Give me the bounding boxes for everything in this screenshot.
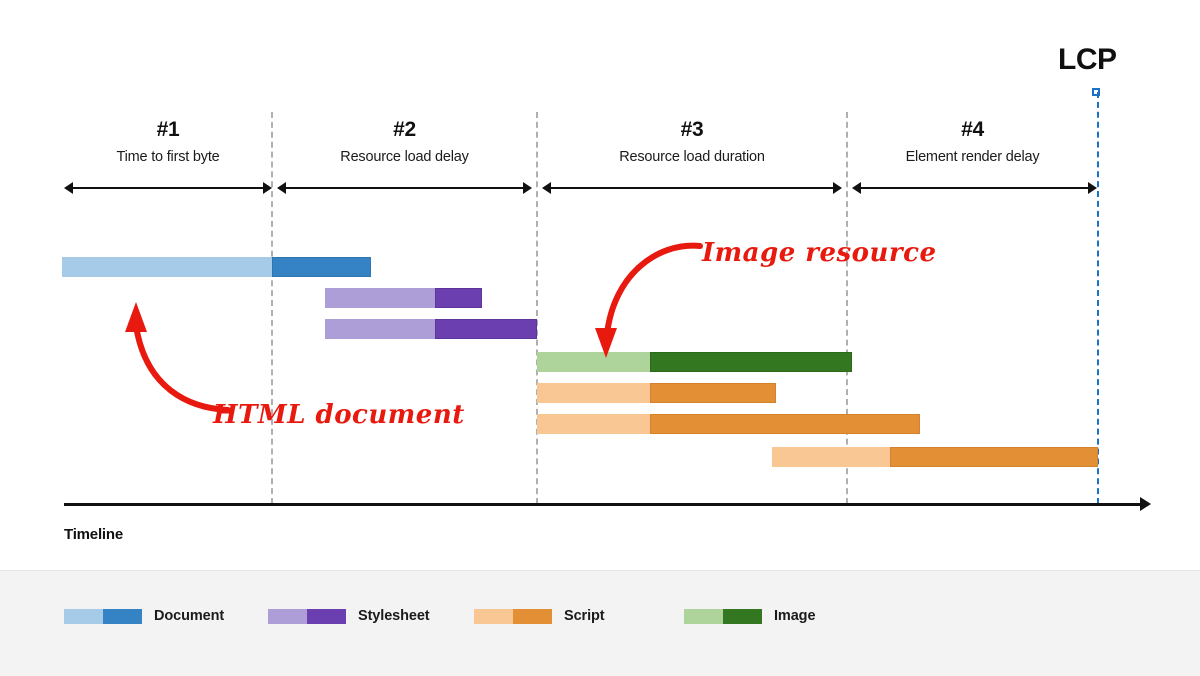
phase-1-number: #1 (156, 118, 180, 141)
html-document-arrow-icon (125, 302, 231, 413)
bar-segment-light (325, 288, 435, 308)
bar-segment-light (537, 352, 650, 372)
legend-strip: Document Stylesheet Script (0, 570, 1200, 676)
lcp-dashed-line (1097, 92, 1099, 504)
swatch-light (684, 608, 723, 624)
phase-1-header: #1 Time to first byte (64, 118, 272, 165)
resource-bar-script-1 (537, 383, 776, 403)
swatch-light (474, 608, 513, 624)
bar-segment-dark (435, 288, 482, 308)
phase-2-number: #2 (393, 118, 416, 141)
lcp-marker-square (1092, 88, 1100, 96)
phase-4-number: #4 (961, 118, 984, 141)
arrow-head-right-icon (833, 182, 842, 194)
bar-segment-dark (650, 352, 852, 372)
bar-segment-light (325, 319, 435, 339)
resource-bar-stylesheet-1 (325, 288, 482, 308)
phase-2-arrow (277, 182, 532, 194)
bar-segment-light (537, 414, 650, 434)
legend-label-document: Document (154, 608, 225, 624)
arrow-shaft (284, 187, 525, 189)
resource-bar-script-3 (772, 447, 1098, 467)
image-resource-arrow-icon (595, 242, 703, 358)
swatch-dark (723, 608, 762, 624)
legend-swatch-script (474, 608, 552, 624)
bar-segment-dark (650, 383, 776, 403)
bar-segment-light (772, 447, 890, 467)
resource-bar-script-2 (537, 414, 920, 434)
legend-item-script: Script (474, 608, 605, 624)
arrow-head-left-icon (277, 182, 286, 194)
swatch-light (64, 608, 103, 624)
legend-swatch-stylesheet (268, 608, 346, 624)
legend-label-script: Script (564, 608, 605, 624)
legend-item-image: Image (684, 608, 816, 624)
phase-3-number: #3 (680, 118, 704, 141)
lcp-label: LCP (1058, 43, 1117, 76)
phase-3-header: #3 Resource load duration (537, 118, 847, 165)
legend-item-document: Document (64, 608, 224, 624)
legend-label-image: Image (774, 608, 816, 624)
phase-2-header: #2 Resource load delay (272, 118, 537, 165)
swatch-dark (103, 608, 142, 624)
phase-divider-3 (846, 112, 848, 504)
phase-1-name: Time to first byte (116, 149, 220, 165)
timeline-axis-arrow-icon (1140, 497, 1151, 511)
legend-swatch-image (684, 608, 762, 624)
swatch-dark (513, 608, 552, 624)
legend-label-stylesheet: Stylesheet (358, 608, 430, 624)
phase-4-arrow (852, 182, 1097, 194)
bar-segment-light (62, 257, 272, 277)
phase-1-arrow (64, 182, 272, 194)
arrow-shaft (549, 187, 835, 189)
arrow-head-right-icon (523, 182, 532, 194)
bar-segment-dark (272, 257, 371, 277)
chart-area: LCP #1 Time to first byte #2 Resource lo… (62, 43, 1151, 543)
arrow-shaft (859, 187, 1090, 189)
phase-2-name: Resource load delay (340, 149, 469, 165)
resource-bar-image (537, 352, 852, 372)
phase-divider-2 (536, 112, 538, 504)
bar-segment-dark (890, 447, 1098, 467)
arrow-shaft (71, 187, 265, 189)
legend-item-stylesheet: Stylesheet (268, 608, 430, 624)
resource-bar-stylesheet-2 (325, 319, 537, 339)
bar-segment-dark (435, 319, 537, 339)
arrow-head-right-icon (1088, 182, 1097, 194)
resource-bar-document (62, 257, 371, 277)
arrow-head-right-icon (263, 182, 272, 194)
arrow-head-left-icon (542, 182, 551, 194)
annotation-html-document: HTML document (213, 400, 465, 430)
phase-divider-1 (271, 112, 273, 504)
bar-segment-light (537, 383, 650, 403)
swatch-dark (307, 608, 346, 624)
timeline-axis (64, 503, 1144, 506)
bar-segment-dark (650, 414, 920, 434)
phase-4-name: Element render delay (905, 149, 1040, 165)
arrow-head-left-icon (64, 182, 73, 194)
phase-3-arrow (542, 182, 842, 194)
timeline-axis-label: Timeline (64, 526, 123, 543)
phase-3-name: Resource load duration (619, 149, 765, 165)
legend-swatch-document (64, 608, 142, 624)
phase-4-header: #4 Element render delay (847, 118, 1098, 165)
arrow-head-left-icon (852, 182, 861, 194)
swatch-light (268, 608, 307, 624)
annotation-image-resource: Image resource (702, 238, 937, 268)
